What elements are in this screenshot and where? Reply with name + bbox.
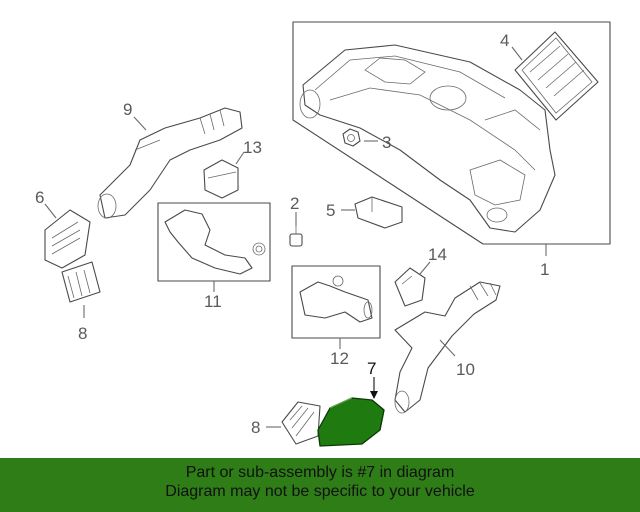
part-4-air-filter xyxy=(514,31,599,121)
callout-7: 7 xyxy=(367,359,378,399)
callout-9-label: 9 xyxy=(123,100,132,119)
callout-4: 4 xyxy=(500,31,523,61)
part-10-intake-duct xyxy=(394,281,501,414)
callout-8-lower-label: 8 xyxy=(251,418,260,437)
callout-3: 3 xyxy=(364,133,391,152)
part-2-sensor xyxy=(289,224,303,247)
callout-1-label: 1 xyxy=(540,260,549,279)
callout-12: 12 xyxy=(330,338,349,368)
callout-8-upper-label: 8 xyxy=(78,324,87,343)
callout-7-label: 7 xyxy=(367,359,376,378)
banner-line-1: Part or sub-assembly is #7 in diagram xyxy=(185,464,455,481)
part-8-grille-upper xyxy=(61,261,101,303)
callout-14-label: 14 xyxy=(428,245,447,264)
part-1-air-cleaner-housing xyxy=(292,21,611,245)
part-6-inlet xyxy=(44,209,91,269)
callout-1: 1 xyxy=(540,244,549,279)
part-9-intake-duct xyxy=(97,107,243,219)
callout-5: 5 xyxy=(326,201,355,220)
part-13-boot xyxy=(203,159,239,199)
callout-14: 14 xyxy=(419,245,447,275)
callout-8-upper: 8 xyxy=(78,305,87,343)
callout-13: 13 xyxy=(235,138,262,165)
info-banner: Part or sub-assembly is #7 in diagram Di… xyxy=(0,458,640,512)
callout-13-label: 13 xyxy=(243,138,262,157)
callout-12-label: 12 xyxy=(330,349,349,368)
callout-6: 6 xyxy=(35,188,57,219)
part-3-nut xyxy=(342,128,361,147)
callout-10-label: 10 xyxy=(456,360,475,379)
callout-5-label: 5 xyxy=(326,201,335,220)
callout-10: 10 xyxy=(439,339,475,379)
part-14-seal xyxy=(394,267,426,307)
part-7-air-duct xyxy=(317,397,385,447)
callout-8-lower: 8 xyxy=(251,418,281,437)
callout-2-label: 2 xyxy=(290,194,299,213)
callout-4-label: 4 xyxy=(500,31,509,50)
callout-3-label: 3 xyxy=(382,133,391,152)
part-12-hose-kit xyxy=(291,265,381,339)
part-5-maf-sensor xyxy=(354,196,403,229)
callout-2: 2 xyxy=(290,194,299,226)
part-11-hose-kit xyxy=(157,202,271,282)
callout-9: 9 xyxy=(123,100,147,131)
part-8-grille-lower xyxy=(281,401,321,445)
parts-diagram: 1 4 3 2 5 xyxy=(35,21,611,447)
callout-11-label: 11 xyxy=(204,292,222,311)
callout-6-label: 6 xyxy=(35,188,44,207)
banner-line-2: Diagram may not be specific to your vehi… xyxy=(165,483,475,500)
callout-11: 11 xyxy=(204,281,222,311)
